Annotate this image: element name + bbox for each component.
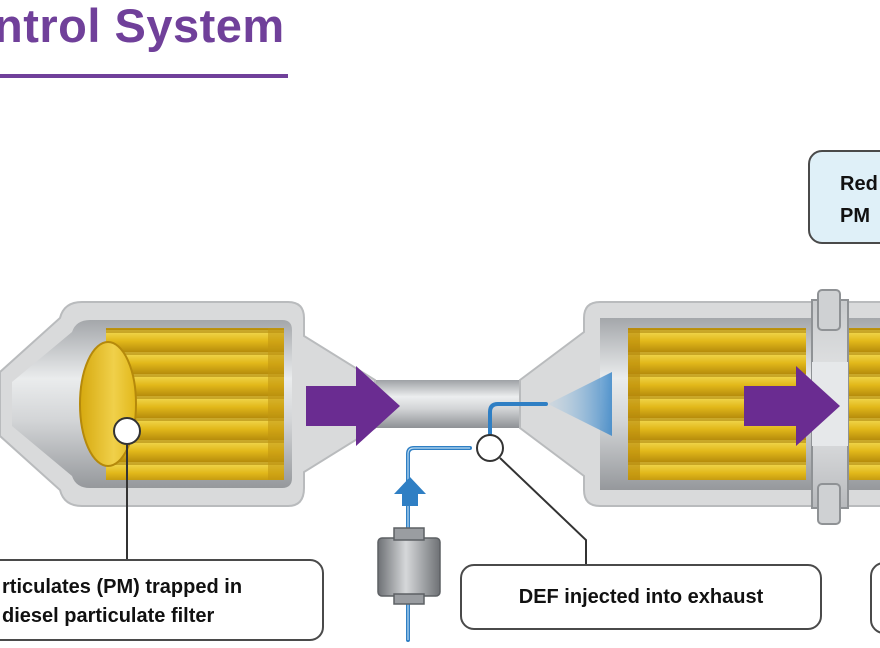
def-callout-text: DEF injected into exhaust [518, 586, 764, 608]
pm-trapped-callout: rticulates (PM) trapped in diesel partic… [0, 559, 324, 641]
flow-arrow-1 [306, 366, 400, 446]
right-callout-partial [870, 562, 880, 634]
def-injected-callout: DEF injected into exhaust [460, 564, 822, 630]
reduced-callout-line-2: PM [840, 205, 870, 227]
diesel-particulate-filter [0, 301, 376, 507]
pm-callout-pointer-dot [113, 417, 141, 445]
def-leader-line [499, 457, 587, 565]
title-underline [0, 74, 288, 78]
reduced-pm-callout: Red PM [808, 150, 880, 244]
def-callout-pointer-dot [476, 434, 504, 462]
pm-callout-line-2: diesel particulate filter [2, 605, 215, 627]
page-title: ntrol System [0, 0, 285, 52]
flow-arrow-2 [744, 366, 840, 446]
pm-callout-line-1: rticulates (PM) trapped in [2, 576, 243, 598]
def-spray [548, 372, 612, 436]
def-flow-arrow [394, 477, 426, 506]
def-pump [377, 527, 441, 605]
reduced-callout-line-1: Red [840, 173, 878, 195]
